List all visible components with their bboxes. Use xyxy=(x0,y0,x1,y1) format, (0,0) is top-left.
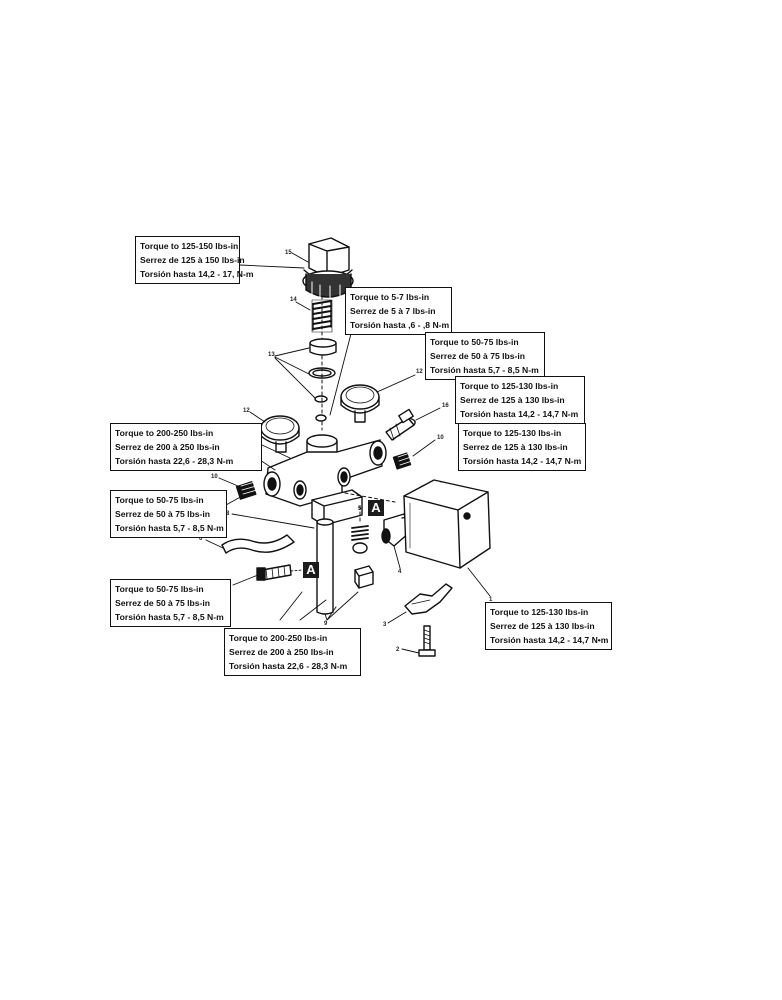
callout-line: Serrez de 125 à 130 lbs-in xyxy=(463,442,568,452)
part-number-10-left: 10 xyxy=(211,474,218,480)
callout-line: Torque to 50-75 lbs-in xyxy=(430,337,519,347)
callout-line: Torsión hasta 14,2 - 14,7 N-m xyxy=(460,409,579,419)
part-number-2: 2 xyxy=(396,647,400,653)
callout-line: Torque to 125-130 lbs-in xyxy=(460,381,559,391)
torque-callout-tube: Torque to 200-250 lbs-in Serrez de 200 à… xyxy=(224,628,361,676)
part-number-14: 14 xyxy=(290,297,297,303)
part-number-15: 15 xyxy=(285,250,292,256)
part-number-8: 8 xyxy=(226,511,230,517)
torque-callout-cap: Torque to 125-150 lbs-in Serrez de 125 à… xyxy=(135,236,254,284)
hose-part xyxy=(221,534,295,554)
manifold-body xyxy=(263,434,387,526)
callout-line: Torsión hasta 5,7 - 8,5 N-m xyxy=(115,523,224,533)
pressure-gauge-left xyxy=(260,415,300,453)
part-number-4: 4 xyxy=(398,569,402,575)
callout-line: Torque to 200-250 lbs-in xyxy=(229,633,328,643)
check-valve-spring-part xyxy=(351,525,374,589)
callout-line: Serrez de 125 à 130 lbs-in xyxy=(490,621,595,631)
callout-line: Serrez de 125 à 130 lbs-in xyxy=(460,395,565,405)
part-number-13: 13 xyxy=(268,352,275,358)
torque-callout-plug-left: Torque to 50-75 lbs-in Serrez de 50 à 75… xyxy=(110,490,227,538)
plug-right-part xyxy=(392,452,413,470)
fitting-16-part xyxy=(385,408,416,441)
callout-line: Torsión hasta ,6 - ,8 N-m xyxy=(350,320,450,330)
callout-line: Serrez de 5 à 7 lbs-in xyxy=(350,306,436,316)
callout-line: Torque to 5-7 lbs-in xyxy=(350,292,430,302)
callout-line: Serrez de 200 à 250 lbs-in xyxy=(115,442,220,452)
torque-callout-hose-fitting: Torque to 50-75 lbs-in Serrez de 50 à 75… xyxy=(110,579,231,627)
unloader-valve-part xyxy=(381,513,415,547)
torque-callout-manifold: Torque to 200-250 lbs-in Serrez de 200 à… xyxy=(110,423,262,471)
callout-line: Torque to 50-75 lbs-in xyxy=(115,584,204,594)
callout-line: Torsión hasta 14,2 - 14,7 N•m xyxy=(490,635,609,645)
callout-line: Torque to 125-150 lbs-in xyxy=(140,241,239,251)
torque-callout-fitting-16: Torque to 125-130 lbs-in Serrez de 125 à… xyxy=(455,376,585,424)
connection-marker-a-switch: A xyxy=(368,500,384,516)
callout-line: Torque to 50-75 lbs-in xyxy=(115,495,204,505)
pressure-switch-box xyxy=(403,479,491,569)
plug-left-part xyxy=(235,481,258,500)
part-number-1: 1 xyxy=(489,597,493,603)
screw-part xyxy=(418,625,436,657)
torque-callout-spring-nut: Torque to 5-7 lbs-in Serrez de 5 à 7 lbs… xyxy=(345,287,452,335)
part-number-16: 16 xyxy=(442,403,449,409)
callout-line: Torque to 125-130 lbs-in xyxy=(490,607,589,617)
lever-part xyxy=(404,583,453,615)
callout-line: Serrez de 125 à 150 lbs-in xyxy=(140,255,245,265)
part-number-12-right: 12 xyxy=(416,369,423,375)
torque-callout-plug-right: Torque to 125-130 lbs-in Serrez de 125 à… xyxy=(458,423,586,471)
part-number-12-left: 12 xyxy=(243,408,250,414)
callout-line: Serrez de 50 à 75 lbs-in xyxy=(115,598,211,608)
part-number-3: 3 xyxy=(383,622,387,628)
connection-marker-a-hose: A xyxy=(303,562,319,578)
part-number-9: 9 xyxy=(324,621,328,627)
torque-callout-switch: Torque to 125-130 lbs-in Serrez de 125 à… xyxy=(485,602,612,650)
callout-line: Torsión hasta 22,6 - 28,3 N-m xyxy=(229,661,348,671)
callout-line: Torsión hasta 14,2 - 17, N-m xyxy=(140,269,254,279)
part-number-6: 6 xyxy=(199,536,203,542)
diaphragm-part xyxy=(308,338,337,422)
callout-line: Serrez de 50 à 75 lbs-in xyxy=(115,509,211,519)
torque-callout-gauge-right: Torque to 50-75 lbs-in Serrez de 50 à 75… xyxy=(425,332,545,380)
callout-line: Torsión hasta 14,2 - 14,7 N-m xyxy=(463,456,582,466)
pressure-gauge-right xyxy=(340,384,380,423)
tube-part xyxy=(316,518,334,615)
hose-fitting-part xyxy=(256,564,292,581)
callout-line: Serrez de 200 à 250 lbs-in xyxy=(229,647,334,657)
callout-line: Torsión hasta 5,7 - 8,5 N-m xyxy=(115,612,224,622)
callout-line: Torsión hasta 5,7 - 8,5 N-m xyxy=(430,365,539,375)
callout-line: Serrez de 50 à 75 lbs-in xyxy=(430,351,526,361)
part-number-10-right: 10 xyxy=(437,435,444,441)
callout-line: Torsión hasta 22,6 - 28,3 N-m xyxy=(115,456,234,466)
callout-line: Torque to 125-130 lbs-in xyxy=(463,428,562,438)
callout-line: Torque to 200-250 lbs-in xyxy=(115,428,214,438)
part-number-5: 5 xyxy=(358,506,362,512)
